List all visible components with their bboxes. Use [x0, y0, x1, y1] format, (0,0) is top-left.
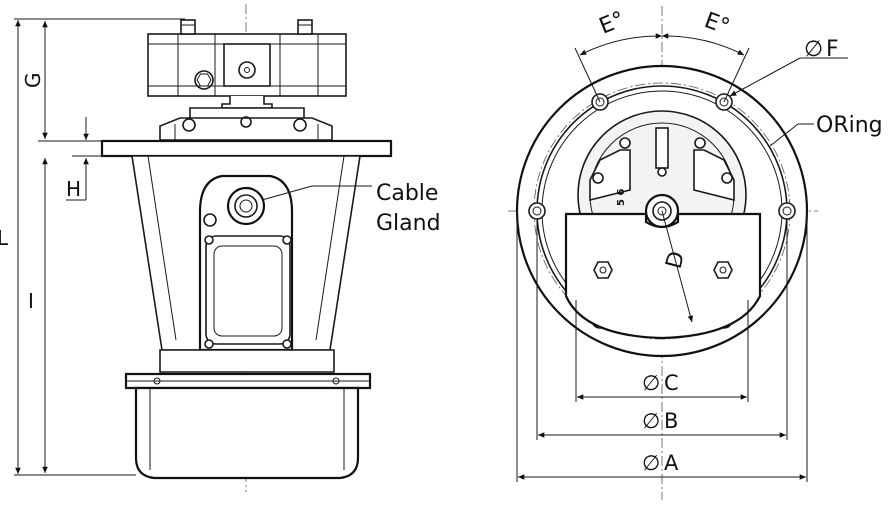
top-bolt-right [297, 19, 313, 35]
dim-D-label: D [662, 249, 691, 272]
lower-housing [159, 349, 335, 373]
front-plate [564, 212, 762, 340]
side-view: L G I H [0, 4, 441, 492]
mounting-flange [100, 139, 393, 158]
terminal-box [198, 174, 294, 352]
bolt-hole-right [778, 202, 796, 220]
dim-L-label: L [0, 226, 9, 250]
cable-gland-label-2: Gland [376, 211, 441, 236]
top-bolt-left [180, 19, 196, 35]
nut-left [593, 261, 613, 279]
dim-C-symbol: ∅ [642, 371, 660, 395]
angle-E-right-label: E° [701, 8, 733, 40]
angle-E-left-arc [579, 33, 663, 56]
motor-neck [221, 96, 273, 109]
upper-housing [159, 117, 333, 141]
dim-B-label: B [664, 409, 678, 433]
top-rib [655, 127, 669, 169]
bottom-housing [134, 386, 360, 480]
dim-A-symbol: ∅ [642, 451, 660, 475]
dim-G-label: G [21, 73, 45, 89]
angle-E-right-arc [661, 33, 745, 56]
dim-A-label: A [664, 451, 679, 475]
dim-F-label: F [826, 37, 839, 62]
dim-C-label: C [664, 371, 679, 395]
dim-I-label: I [28, 289, 34, 313]
cable-gland [226, 186, 266, 226]
angle-E-left-label: E° [596, 7, 628, 40]
part-marking: 5 6 [616, 189, 627, 206]
motor-center-block [223, 43, 271, 87]
dim-F-symbol: ∅ [804, 37, 823, 62]
bolt-hole-left [528, 202, 546, 220]
nut-right [713, 261, 733, 279]
oring-label: ORing [816, 113, 883, 138]
cable-gland-label-1: Cable [376, 181, 438, 206]
end-view: 5 6 E° E° ∅ F ORing D [508, 6, 883, 500]
dim-H-label: H [66, 177, 81, 201]
dim-D-line [661, 210, 694, 323]
dim-B-symbol: ∅ [642, 409, 660, 433]
